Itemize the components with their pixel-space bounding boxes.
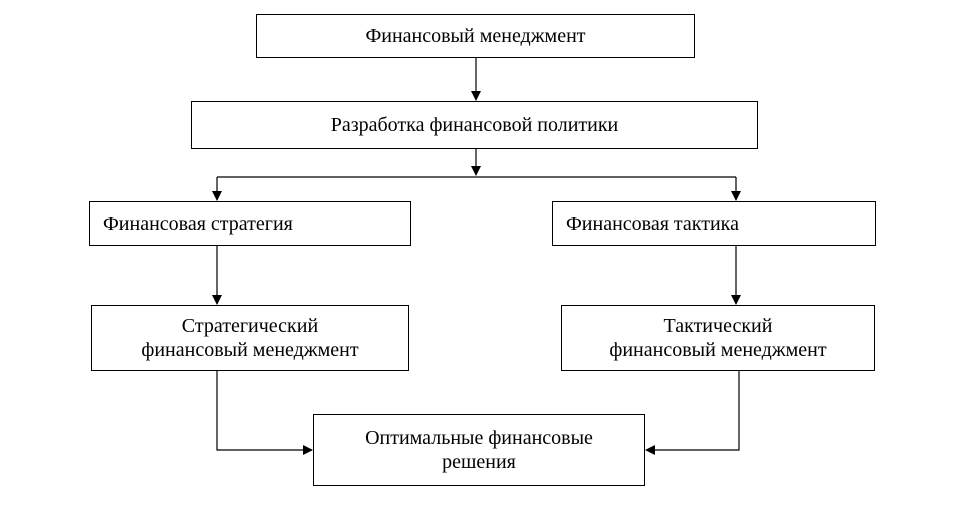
- arrow-sfm-to-optimal: [216, 371, 313, 455]
- financial-tactics-label: Финансовая тактика: [566, 212, 739, 235]
- financial-policy-label: Разработка финансовой политики: [330, 114, 619, 136]
- strategic-fm-line-1: Стратегический: [181, 315, 319, 337]
- financial-management-box: Финансовый менеджмент: [256, 14, 695, 58]
- arrow-tfm-to-optimal: [645, 371, 740, 455]
- optimal-line-1: Оптимальные финансовые: [365, 427, 593, 449]
- tactical-financial-management-box: Тактический финансовый менеджмент: [561, 305, 875, 371]
- financial-strategy-box: Финансовая стратегия: [89, 201, 411, 246]
- financial-management-label: Финансовый менеджмент: [365, 25, 586, 47]
- financial-strategy-label: Финансовая стратегия: [103, 212, 293, 235]
- optimal-financial-decisions-label: Оптимальные финансовые решения: [365, 426, 593, 474]
- tactical-financial-management-label: Тактический финансовый менеджмент: [609, 314, 826, 362]
- strategic-financial-management-label: Стратегический финансовый менеджмент: [141, 314, 358, 362]
- optimal-line-2: решения: [442, 451, 516, 473]
- financial-policy-box: Разработка финансовой политики: [191, 101, 758, 149]
- strategic-financial-management-box: Стратегический финансовый менеджмент: [91, 305, 409, 371]
- tactical-fm-line-2: финансовый менеджмент: [609, 339, 827, 361]
- financial-tactics-box: Финансовая тактика: [552, 201, 876, 246]
- strategic-fm-line-2: финансовый менеджмент: [141, 339, 359, 361]
- optimal-financial-decisions-box: Оптимальные финансовые решения: [313, 414, 645, 486]
- tactical-fm-line-1: Тактический: [663, 315, 773, 337]
